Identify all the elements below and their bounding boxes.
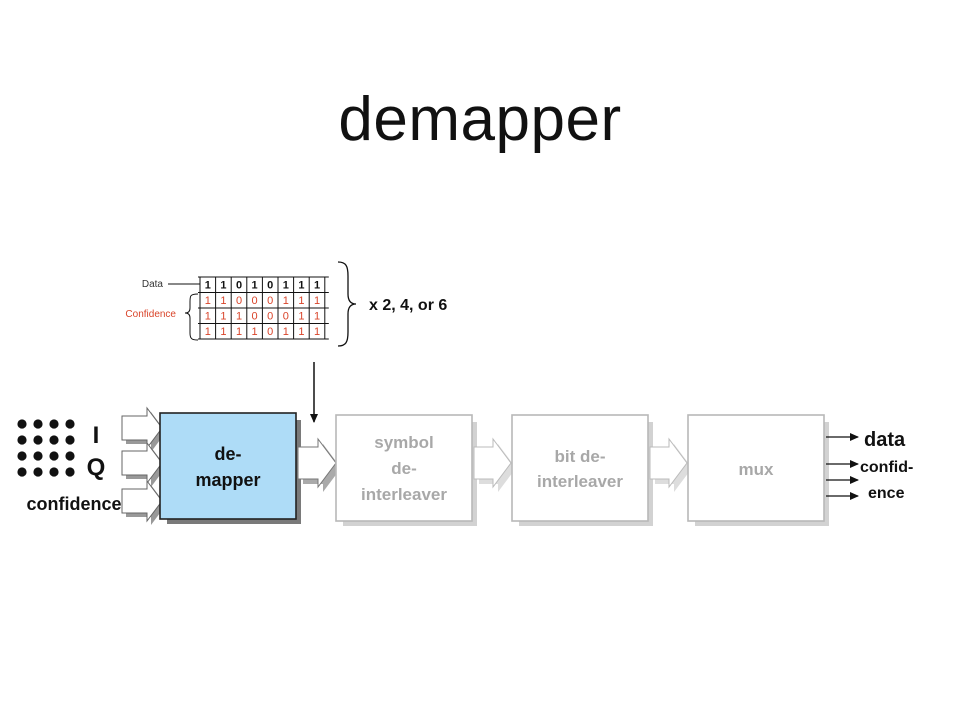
legend-data-label: Data <box>142 279 164 290</box>
symbol-deinterleaver-label-line1: symbol <box>374 433 434 452</box>
mux-label: mux <box>739 460 775 479</box>
output-confidence-label-line1: confid- <box>860 459 913 476</box>
confidence-bit: 1 <box>298 295 304 307</box>
constellation-point <box>65 451 75 461</box>
confidence-bit: 1 <box>236 311 242 323</box>
input-q-label: Q <box>87 454 106 481</box>
confidence-bit: 1 <box>205 295 211 307</box>
demapper-label-line2: mapper <box>195 470 260 490</box>
constellation-point <box>17 451 27 461</box>
confidence-bit: 1 <box>298 311 304 323</box>
legend-confidence-brace <box>184 293 199 341</box>
input-i-label: I <box>93 422 100 449</box>
constellation-point <box>65 467 75 477</box>
constellation-point <box>65 435 75 445</box>
data-bit: 1 <box>252 280 258 292</box>
symbol-deinterleaver-label-line3: interleaver <box>361 485 447 504</box>
constellation-point <box>49 435 59 445</box>
confidence-bit: 1 <box>298 326 304 338</box>
confidence-bit: 1 <box>314 311 320 323</box>
page-title: demapper <box>338 85 622 154</box>
input-arrow-confidence <box>121 479 166 525</box>
output-confidence-label-line2: ence <box>868 485 905 502</box>
confidence-bit: 1 <box>220 326 226 338</box>
constellation-grid <box>17 419 75 477</box>
input-confidence-label: confidence <box>26 494 121 514</box>
confidence-bit: 0 <box>252 311 258 323</box>
confidence-bit: 1 <box>205 311 211 323</box>
data-bit: 0 <box>267 280 273 292</box>
symbol-deinterleaver-block: symbol de- interleaver <box>335 414 477 526</box>
confidence-bit: 1 <box>205 326 211 338</box>
bit-deinterleaver-label-line1: bit de- <box>555 447 606 466</box>
output-data-label: data <box>864 429 906 451</box>
mux-block: mux <box>687 414 829 526</box>
data-bit: 1 <box>220 280 226 292</box>
confidence-bit: 1 <box>314 326 320 338</box>
bit-deinterleaver-label-line2: interleaver <box>537 472 623 491</box>
demapper-block: de- mapper <box>159 412 301 524</box>
constellation-point <box>49 419 59 429</box>
constellation-point <box>49 451 59 461</box>
multiplier-label: x 2, 4, or 6 <box>369 297 447 314</box>
confidence-bit: 0 <box>267 311 273 323</box>
multiplier-brace <box>337 261 357 347</box>
confidence-bit: 0 <box>283 311 289 323</box>
confidence-bit: 1 <box>283 326 289 338</box>
confidence-bit: 0 <box>267 326 273 338</box>
bit-deinterleaver-block: bit de- interleaver <box>511 414 653 526</box>
constellation-point <box>33 435 43 445</box>
data-bit: 1 <box>298 280 304 292</box>
confidence-bit: 1 <box>314 295 320 307</box>
confidence-bit: 1 <box>220 295 226 307</box>
confidence-bit: 0 <box>252 295 258 307</box>
constellation-point <box>49 467 59 477</box>
data-bit: 1 <box>314 280 320 292</box>
constellation-point <box>17 467 27 477</box>
confidence-bit: 1 <box>252 326 258 338</box>
data-bit: 1 <box>283 280 289 292</box>
arrow-demapper-to-symbol <box>297 437 341 492</box>
constellation-point <box>65 419 75 429</box>
confidence-bit: 0 <box>236 295 242 307</box>
data-bit: 0 <box>236 280 242 292</box>
arrow-bit-to-mux <box>649 437 692 492</box>
confidence-bit: 1 <box>283 295 289 307</box>
demapper-label-line1: de- <box>215 444 242 464</box>
constellation-point <box>33 419 43 429</box>
arrow-symbol-to-bit <box>473 437 516 492</box>
input-arrow-i <box>121 406 166 452</box>
confidence-bit: 1 <box>220 311 226 323</box>
constellation-point <box>17 435 27 445</box>
constellation-point <box>33 451 43 461</box>
input-arrow-q <box>121 441 166 487</box>
legend-confidence-label: Confidence <box>125 309 176 320</box>
constellation-point <box>33 467 43 477</box>
confidence-bit: 0 <box>267 295 273 307</box>
confidence-bit: 1 <box>236 326 242 338</box>
symbol-deinterleaver-label-line2: de- <box>391 459 417 478</box>
constellation-point <box>17 419 27 429</box>
data-bit: 1 <box>205 280 211 292</box>
